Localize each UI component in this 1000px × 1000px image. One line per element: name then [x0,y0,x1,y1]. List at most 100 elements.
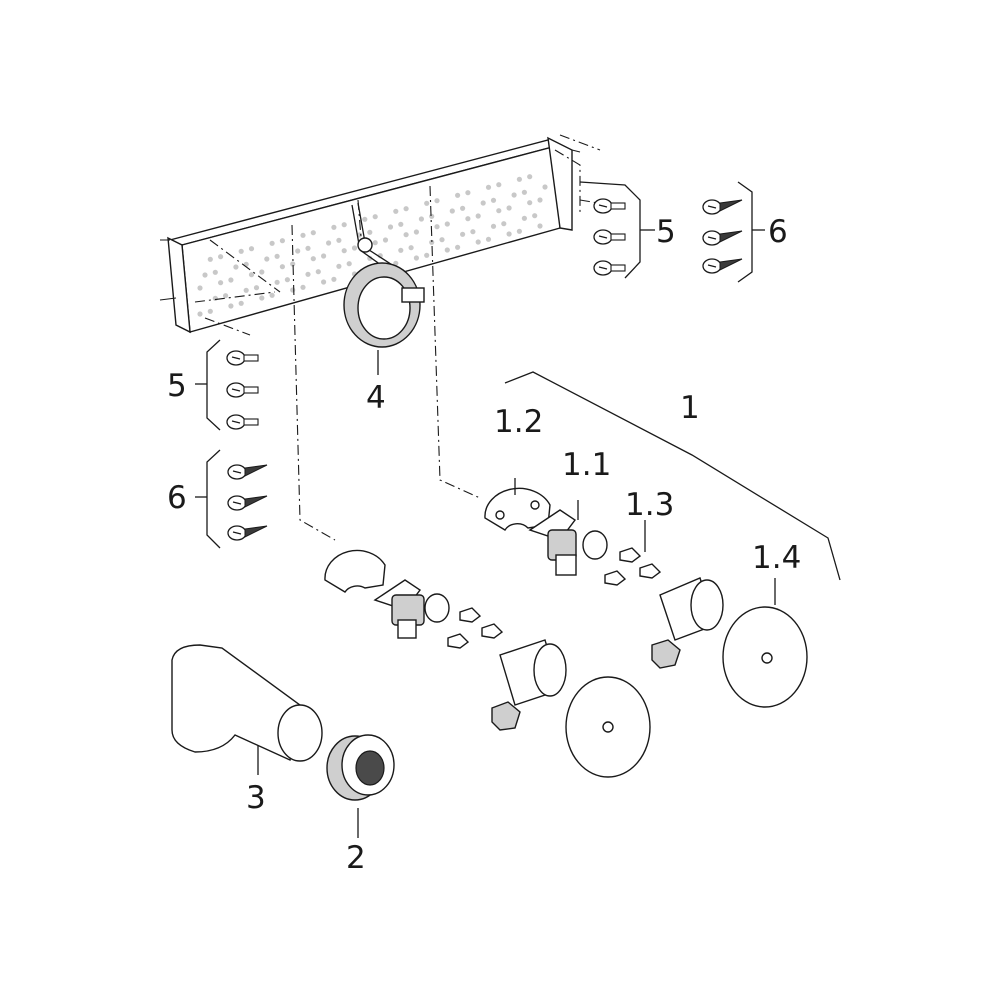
screws-1-3 [604,520,662,586]
rail-hole [331,224,337,230]
rail-hole [393,208,399,214]
rail-hole [248,272,255,278]
rail-hole [346,261,352,267]
rail-hole [197,311,203,317]
sleeve-right [659,577,724,641]
rail-hole [295,248,301,254]
label-1-4: 1.4 [752,540,801,576]
rail-hole [321,253,327,259]
rail-hole [485,184,492,190]
rail-hole [475,213,481,219]
sleeve-left [499,639,567,706]
screw-shank [610,264,626,272]
label-1-3: 1.3 [625,487,674,523]
rail-hole [259,269,265,275]
rail-hole [228,277,234,283]
wall-elbow-left [373,579,450,639]
rail-hole [290,287,296,293]
screw-slot [232,531,242,535]
rail-hole [212,269,218,275]
plug-right [651,639,681,669]
rail-hole [444,247,450,253]
self-drilling-screw [226,414,259,430]
mounting-rail [159,136,581,334]
self-drilling-screw [226,382,259,398]
rail-holes [197,174,548,317]
screw-group-5-left [226,350,259,430]
rail-hole [362,216,368,222]
rail-hole [218,254,224,260]
rail-hole [372,214,378,220]
rail-hole [212,295,218,301]
rail-hole [542,184,548,190]
label-6-left: 6 [167,480,187,516]
wood-screw [227,495,268,511]
rosette-left [565,676,651,778]
screw-slot [231,388,241,392]
rail-hole [233,264,239,270]
screw-shank [243,386,259,394]
rail-hole [202,272,208,278]
rail-hole [336,263,342,269]
rail-hole [455,192,461,198]
rail-hole [367,229,373,235]
rail-hole [434,198,440,204]
rail-hole [305,271,311,277]
label-1-2: 1.2 [494,404,543,440]
screw-shank [243,354,259,362]
screw-shank [610,202,626,210]
label-1: 1 [680,390,700,426]
screw-shank [719,258,743,271]
rail-hole [532,213,538,219]
self-drilling-screw [593,229,626,245]
rail-hole [506,231,512,237]
rail-hole [413,255,419,261]
rail-hole [238,300,244,306]
screw-slot [232,501,242,505]
rail-hole [218,280,224,286]
rail-hole [269,292,275,298]
rail-hole [336,237,342,243]
rail-hole [326,240,332,246]
label-5-left: 5 [167,368,187,404]
rail-hole [501,221,507,227]
screw-shank [719,230,743,243]
plug-left [491,701,521,731]
self-drilling-screw [593,260,626,276]
wall-plate-left [324,549,386,593]
rail-hole [238,248,244,254]
rail-hole [372,240,378,246]
group-1-leader [504,371,841,581]
rail-hole [527,174,533,180]
rail-hole [490,223,497,229]
screw-slot [598,266,608,270]
label-1-1: 1.1 [562,447,611,483]
screw-shank [244,464,268,477]
screw-slot [707,236,717,240]
rail-hole [485,236,492,242]
rail-hole [279,264,285,270]
rail-hole [259,295,265,301]
rail-hole [429,213,435,219]
rail-hole [521,189,528,195]
wall-plate-1-2 [484,478,551,531]
wall-elbow-1-1 [528,500,608,576]
screw-shank [243,418,259,426]
rail-hole [398,221,404,227]
screw-shank [244,525,268,538]
rail-hole [408,245,414,251]
wood-screw [702,230,743,246]
screw-slot [707,205,717,209]
rail-hole [387,224,394,230]
rail-hole [490,197,497,203]
rail-hole [284,277,290,283]
label-5-top: 5 [656,214,676,250]
rail-hole [537,197,543,203]
label-2: 2 [346,840,366,876]
rail-hole [403,206,409,212]
rail-hole [243,287,249,293]
screw-shank [610,233,626,241]
screw-shank [719,199,743,212]
rail-hole [228,303,234,309]
